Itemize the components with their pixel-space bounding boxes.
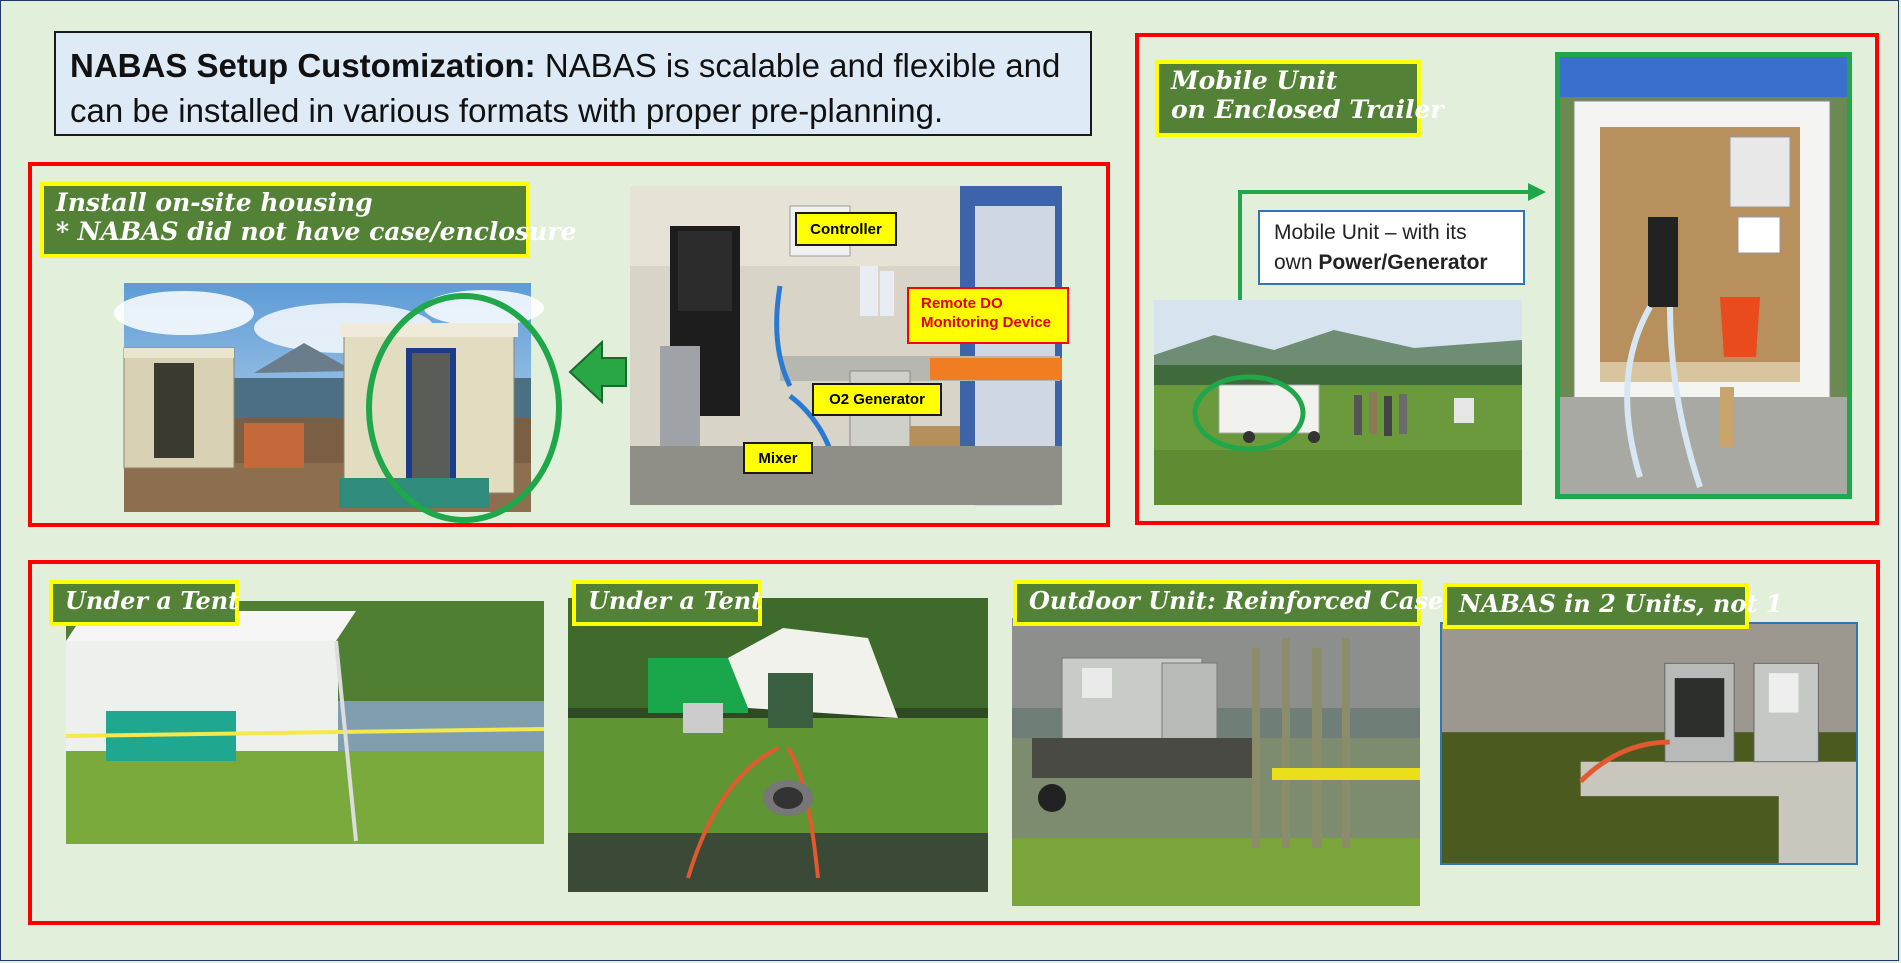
controller-label: Controller [795, 212, 897, 246]
onsite-panel-frame [28, 162, 1110, 527]
headline-text: NABAS is scalable and flexible and can b… [70, 47, 1061, 129]
remote-do-label: Remote DO Monitoring Device [907, 287, 1069, 344]
onsite-housing-photo [114, 283, 562, 523]
trailer-interior-frame [1555, 52, 1852, 499]
callout-text: Mobile Unit – with its own [1274, 221, 1467, 274]
mobile-panel-frame [1135, 33, 1879, 525]
tent1-title: Under a Tent [49, 580, 239, 626]
o2-generator-label: O2 Generator [812, 383, 942, 416]
callout-bold: Power/Generator [1318, 251, 1488, 274]
remote-do-line1: Remote DO [921, 295, 1003, 312]
two-units-photo [1440, 622, 1858, 865]
tent2-title: Under a Tent [572, 580, 762, 626]
trailer-field-photo [1154, 300, 1522, 505]
mixer-label: Mixer [743, 442, 813, 474]
tent2-photo [568, 598, 988, 892]
trailer-interior-photo [1560, 57, 1847, 494]
mobile-unit-callout: Mobile Unit – with its own Power/Generat… [1258, 210, 1525, 285]
green-left-arrow-icon [568, 339, 627, 405]
onsite-panel-title: Install on-site housing * NABAS did not … [40, 182, 577, 258]
outdoor-unit-title: Outdoor Unit: Reinforced Case [1013, 580, 1443, 626]
mobile-title-line1: Mobile Unit [1171, 66, 1338, 95]
mobile-title-line2: on Enclosed Trailer [1171, 95, 1444, 124]
bottom-panel-frame [28, 560, 1880, 925]
onsite-title-line1: Install on-site housing [56, 188, 373, 217]
slide-headline: NABAS Setup Customization: NABAS is scal… [54, 31, 1092, 136]
onsite-title-line2: * NABAS did not have case/enclosure [56, 217, 577, 246]
remote-do-line2: Monitoring Device [921, 314, 1052, 331]
headline-bold: NABAS Setup Customization: [70, 47, 536, 84]
two-units-title: NABAS in 2 Units, not 1 [1443, 583, 1783, 629]
mobile-panel-title: Mobile Unit on Enclosed Trailer [1155, 60, 1444, 137]
outdoor-unit-photo [1012, 618, 1420, 906]
tent1-photo [65, 601, 545, 844]
